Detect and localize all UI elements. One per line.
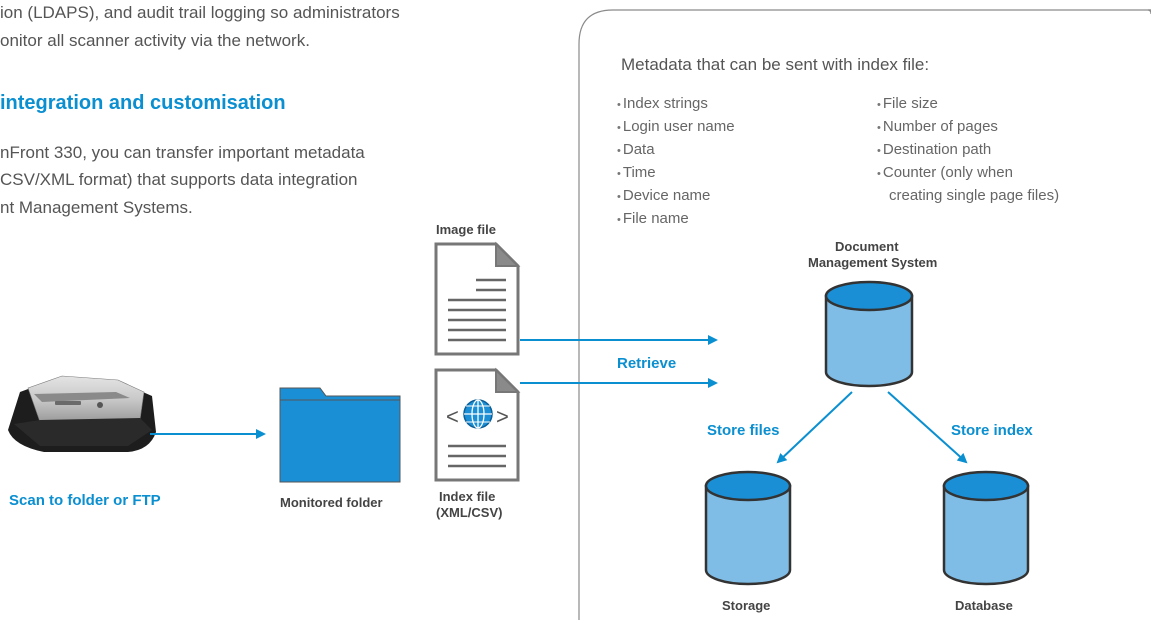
section-para-line-1: nFront 330, you can transfer important m… <box>0 143 365 162</box>
storage-cylinder <box>704 470 792 586</box>
section-para-line-3: nt Management Systems. <box>0 198 193 217</box>
index-file-label-line-2: (XML/CSV) <box>436 505 503 520</box>
dms-label-line-2: Management System <box>808 255 938 270</box>
metadata-item: Login user name <box>617 116 735 139</box>
metadata-item: Device name <box>617 185 735 208</box>
metadata-right-list: File size Number of pages Destination pa… <box>877 93 1059 208</box>
folder-icon <box>279 387 401 483</box>
metadata-item: Destination path <box>877 139 1059 162</box>
metadata-panel-border <box>578 9 1151 620</box>
metadata-item: Counter (only when <box>877 162 1059 185</box>
intro-line-2: onitor all scanner activity via the netw… <box>0 31 310 50</box>
metadata-item: Data <box>617 139 735 162</box>
dms-label-line-1: Document <box>835 239 899 254</box>
store-files-label: Store files <box>707 422 780 439</box>
store-index-arrow <box>887 391 968 464</box>
metadata-item: File size <box>877 93 1059 116</box>
database-cylinder <box>942 470 1030 586</box>
image-file-icon <box>434 241 521 356</box>
section-heading: integration and customisation <box>0 92 286 114</box>
svg-text:<: < <box>446 404 459 429</box>
metadata-item: Index strings <box>617 93 735 116</box>
scanner-image <box>8 375 156 452</box>
metadata-panel-title: Metadata that can be sent with index fil… <box>621 55 930 74</box>
folder-label: Monitored folder <box>280 495 383 510</box>
globe-icon <box>463 399 493 429</box>
store-index-label: Store index <box>951 422 1033 439</box>
svg-text:>: > <box>496 404 509 429</box>
intro-line-1: ion (LDAPS), and audit trail logging so … <box>0 3 400 22</box>
store-files-arrow <box>776 391 853 464</box>
metadata-left-list: Index strings Login user name Data Time … <box>617 93 735 231</box>
metadata-item: File name <box>617 208 735 231</box>
storage-label: Storage <box>722 598 771 613</box>
metadata-item-continuation: creating single page files) <box>889 187 1060 204</box>
dms-cylinder <box>824 280 914 388</box>
metadata-item: Time <box>617 162 735 185</box>
scanner-label: Scan to folder or FTP <box>9 492 161 509</box>
database-label: Database <box>955 598 1013 613</box>
metadata-item: Number of pages <box>877 116 1059 139</box>
retrieve-label: Retrieve <box>617 355 677 372</box>
image-file-label: Image file <box>436 222 496 237</box>
section-para-line-2: CSV/XML format) that supports data integ… <box>0 170 358 189</box>
index-file-label-line-1: Index file <box>439 489 496 504</box>
index-file-icon: < > <box>434 367 521 482</box>
